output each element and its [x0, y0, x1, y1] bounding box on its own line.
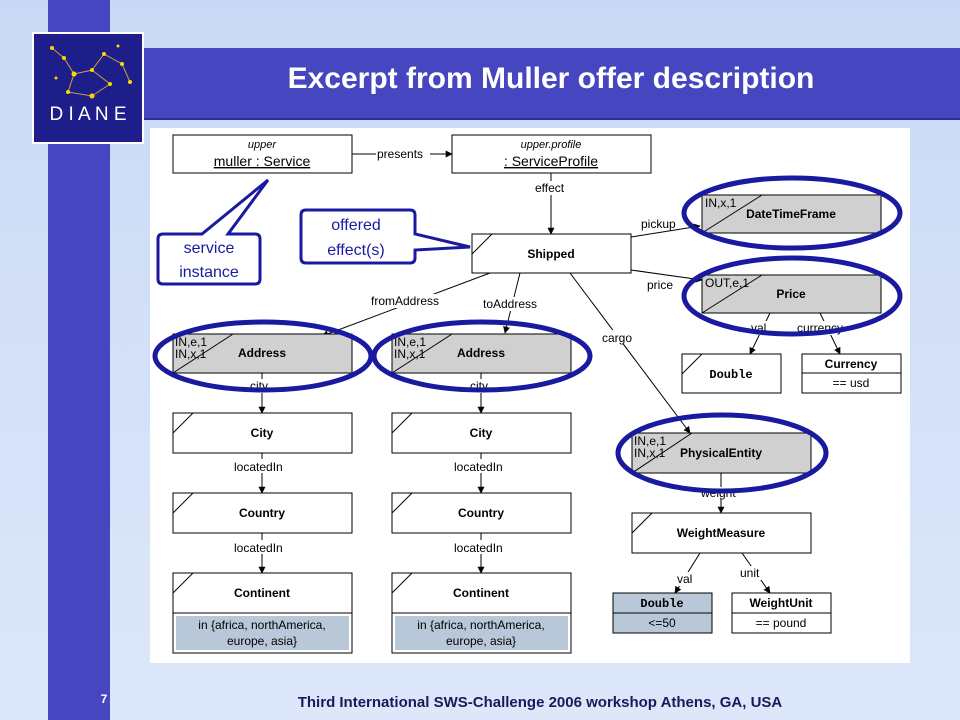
svg-text:WeightMeasure: WeightMeasure — [677, 526, 766, 540]
edge-cargo — [569, 272, 691, 434]
node-address-from: IN,e,1 IN,x,1 Address — [172, 333, 353, 374]
svg-text:Address: Address — [238, 346, 286, 360]
ontology-diagram: presents effect pickup price fromAddress… — [152, 134, 903, 654]
highlight-address-to — [371, 319, 593, 393]
node-currency: Currency == usd — [801, 353, 902, 394]
svg-text:IN,x,1: IN,x,1 — [705, 196, 737, 210]
node-physical-entity: IN,e,1 IN,x,1 PhysicalEntity — [631, 432, 812, 474]
label-pickup: pickup — [641, 217, 676, 231]
label-located-in-3: locatedIn — [234, 541, 283, 555]
svg-text:Shipped: Shipped — [527, 247, 574, 261]
node-continent-2: Continent in {africa, northAmerica, euro… — [391, 572, 572, 654]
svg-text:europe, asia}: europe, asia} — [446, 634, 516, 648]
label-price: price — [647, 278, 673, 292]
svg-text:offered: offered — [331, 217, 381, 234]
node-weight-unit: WeightUnit == pound — [731, 592, 832, 634]
slide-title: Excerpt from Muller offer description — [287, 62, 815, 95]
node-double-2: Double <=50 — [612, 592, 713, 634]
svg-text:PhysicalEntity: PhysicalEntity — [680, 446, 762, 460]
logo-text: D I A N E — [49, 104, 126, 125]
svg-text:Country: Country — [239, 506, 285, 520]
label-located-in-1: locatedIn — [234, 460, 283, 474]
footer-text: Third International SWS-Challenge 2006 w… — [297, 694, 783, 711]
svg-text:Double: Double — [709, 368, 752, 382]
title-bar — [142, 48, 960, 118]
svg-text:Price: Price — [776, 287, 806, 301]
svg-text:instance: instance — [179, 264, 239, 281]
svg-text:City: City — [251, 426, 274, 440]
svg-text:City: City — [470, 426, 493, 440]
node-country-1: Country — [172, 492, 353, 534]
svg-text:Continent: Continent — [234, 586, 290, 600]
svg-text:service: service — [184, 240, 235, 257]
label-cargo: cargo — [602, 331, 632, 345]
label-val-2: val — [677, 572, 692, 586]
node-weight-measure: WeightMeasure — [631, 512, 812, 554]
node-datetimeframe: IN,x,1 DateTimeFrame — [701, 194, 882, 234]
node-double-1: Double — [681, 353, 782, 394]
label-presents: presents — [377, 147, 423, 161]
svg-text:IN,x,1: IN,x,1 — [634, 446, 666, 460]
label-located-in-2: locatedIn — [454, 460, 503, 474]
node-service: upper muller : Service — [172, 134, 353, 174]
edge-pickup — [630, 223, 701, 238]
diane-logo: D I A N E — [32, 32, 144, 144]
svg-text:muller : Service: muller : Service — [214, 153, 311, 169]
svg-text:in {africa, northAmerica,: in {africa, northAmerica, — [417, 618, 544, 632]
title-bar-underline — [142, 118, 960, 120]
svg-text:WeightUnit: WeightUnit — [749, 596, 812, 610]
node-address-to: IN,e,1 IN,x,1 Address — [391, 333, 572, 374]
label-unit: unit — [740, 566, 760, 580]
slide-number: 7 — [100, 692, 108, 706]
highlight-price — [681, 255, 903, 337]
callout-service-instance: service instance — [156, 178, 270, 286]
svg-text:Country: Country — [458, 506, 504, 520]
svg-text:== usd: == usd — [833, 376, 870, 390]
highlight-physical-entity — [615, 412, 829, 494]
svg-text:Continent: Continent — [453, 586, 509, 600]
svg-text:== pound: == pound — [756, 616, 807, 630]
svg-text:upper: upper — [248, 139, 277, 151]
svg-text:in {africa, northAmerica,: in {africa, northAmerica, — [198, 618, 325, 632]
label-to-address: toAddress — [483, 297, 537, 311]
node-country-2: Country — [391, 492, 572, 534]
svg-text:Currency: Currency — [825, 357, 878, 371]
svg-text:IN,x,1: IN,x,1 — [175, 347, 207, 361]
svg-text:Address: Address — [457, 346, 505, 360]
edge-price — [630, 269, 703, 283]
svg-text:IN,x,1: IN,x,1 — [394, 347, 426, 361]
svg-text:effect(s): effect(s) — [327, 242, 385, 259]
svg-text:Double: Double — [640, 597, 683, 611]
highlight-address-from — [152, 319, 374, 393]
node-city-2: City — [391, 412, 572, 454]
svg-text:<=50: <=50 — [648, 616, 676, 630]
constellation-icon: D I A N E — [49, 44, 132, 125]
node-service-profile: upper.profile : ServiceProfile — [451, 134, 652, 174]
node-continent-1: Continent in {africa, northAmerica, euro… — [172, 572, 353, 654]
svg-text:IN,e,1: IN,e,1 — [394, 335, 426, 349]
label-from-address: fromAddress — [371, 294, 439, 308]
node-city-1: City — [172, 412, 353, 454]
svg-text:: ServiceProfile: : ServiceProfile — [504, 153, 598, 169]
node-price: OUT,e,1 Price — [701, 274, 882, 314]
label-located-in-4: locatedIn — [454, 541, 503, 555]
svg-text:OUT,e,1: OUT,e,1 — [705, 276, 749, 290]
svg-text:DateTimeFrame: DateTimeFrame — [746, 207, 836, 221]
svg-text:IN,e,1: IN,e,1 — [634, 434, 666, 448]
svg-text:IN,e,1: IN,e,1 — [175, 335, 207, 349]
svg-text:europe, asia}: europe, asia} — [227, 634, 297, 648]
node-shipped: Shipped — [471, 233, 632, 274]
svg-text:upper.profile: upper.profile — [521, 139, 582, 151]
diagram-panel: presents effect pickup price fromAddress… — [150, 128, 910, 663]
highlight-datetimeframe — [681, 175, 903, 251]
label-effect: effect — [535, 181, 565, 195]
callout-offered-effect: offered effect(s) — [299, 208, 471, 265]
